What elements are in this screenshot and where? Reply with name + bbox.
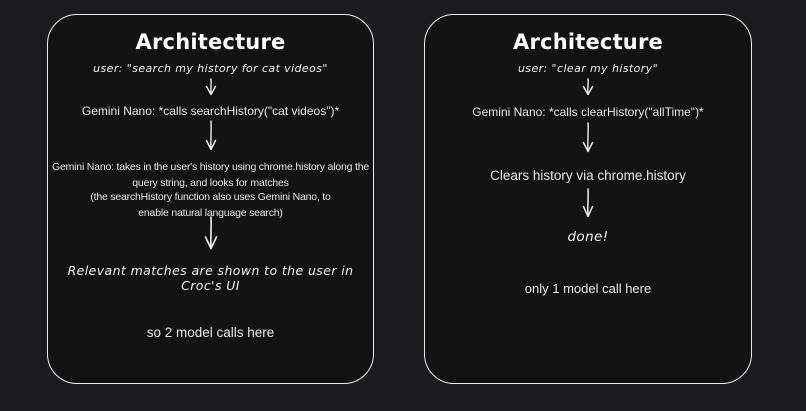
- user-query-text: user: "clear my history": [517, 62, 659, 75]
- arrow-down-icon: [582, 78, 594, 96]
- result-text: Relevant matches are shown to the user i…: [67, 263, 354, 293]
- summary-text: only 1 model call here: [524, 281, 652, 296]
- result-text: done!: [567, 229, 609, 245]
- action-text: Clears history via chrome.history: [490, 168, 686, 183]
- arrow-down-icon: [205, 120, 216, 151]
- model-call-text: Gemini Nano: *calls clearHistory("allTim…: [472, 105, 704, 119]
- arrow-down-icon: [204, 216, 217, 250]
- arrow-down-icon: [582, 122, 594, 153]
- user-query-text: user: "search my history for cat videos": [93, 62, 328, 75]
- summary-text: so 2 model calls here: [146, 325, 275, 340]
- architecture-panel-search: Architecture user: "search my history fo…: [47, 14, 374, 384]
- architecture-panel-clear: Architecture user: "clear my history" Ge…: [424, 14, 752, 384]
- panel-title: Architecture: [513, 30, 663, 54]
- process-description-text: Gemini Nano: takes in the user's history…: [52, 161, 369, 190]
- arrow-down-icon: [205, 78, 216, 96]
- model-call-text: Gemini Nano: *calls searchHistory("cat v…: [81, 104, 340, 118]
- panel-title: Architecture: [135, 30, 286, 54]
- process-note-text: (the searchHistory function also uses Ge…: [90, 191, 331, 220]
- arrow-down-icon: [582, 188, 594, 218]
